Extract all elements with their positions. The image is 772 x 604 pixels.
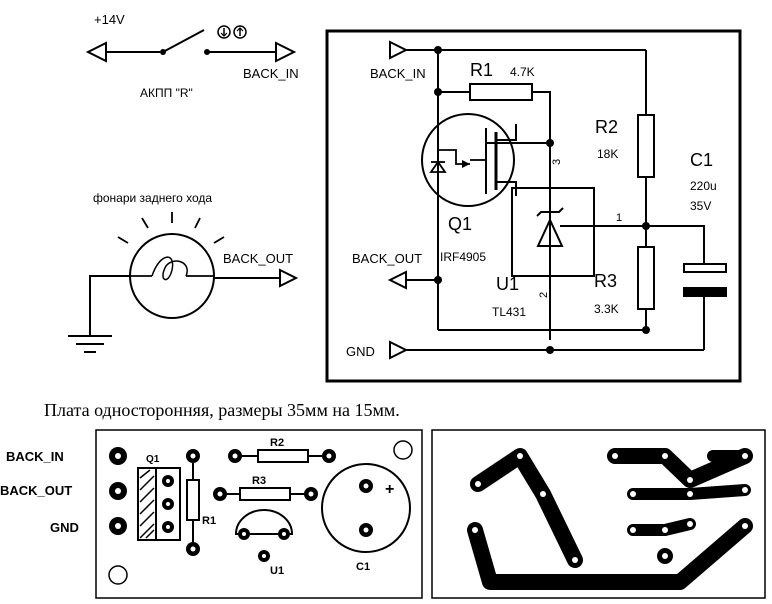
u1-pin2: 2 bbox=[538, 292, 550, 298]
r3-resistor bbox=[637, 246, 655, 310]
pcb-u1-footprint bbox=[234, 509, 294, 535]
pcb-pin-gnd-label: GND bbox=[50, 520, 79, 535]
c1-plate-positive bbox=[683, 263, 727, 273]
pcb-r3-footprint bbox=[239, 487, 291, 501]
schematic-frame bbox=[325, 29, 742, 383]
pcb-copper-side bbox=[431, 429, 766, 599]
schematic: BACK_IN R1 4.7K Q1 IRF4905 3 1 2 bbox=[325, 29, 742, 383]
net-back-out-arrow-icon bbox=[387, 270, 407, 290]
switch-lever bbox=[162, 29, 205, 53]
lamp-title: фонари заднего хода bbox=[93, 191, 212, 205]
r2-value: 18K bbox=[597, 147, 618, 161]
mounting-hole-icon bbox=[108, 565, 128, 585]
lamp-rays bbox=[117, 212, 225, 244]
lamp-section: фонари заднего хода BACK_OUT bbox=[68, 191, 299, 353]
pcb-q1-label: Q1 bbox=[146, 454, 160, 465]
net-back-in-arrow-icon bbox=[389, 40, 409, 60]
up-symbol-icon bbox=[233, 25, 247, 39]
c1-ref: C1 bbox=[690, 150, 713, 170]
r1-resistor bbox=[469, 83, 533, 101]
switch-output-label: BACK_IN bbox=[243, 66, 299, 81]
pcb-connector-pads bbox=[109, 447, 127, 535]
c1-value: 220u bbox=[690, 179, 717, 193]
u1-part: TL431 bbox=[492, 305, 526, 319]
down-symbol-icon bbox=[217, 25, 231, 39]
pcb-c1-label: C1 bbox=[356, 561, 370, 573]
switch-label: АКПП "R" bbox=[140, 86, 193, 100]
pcb-c1-plus: + bbox=[385, 481, 394, 498]
pcb-r2-label: R2 bbox=[270, 437, 284, 449]
supply-arrow-icon bbox=[85, 41, 107, 63]
c1-plate-negative bbox=[683, 287, 727, 297]
pcb-r2-footprint bbox=[257, 449, 309, 463]
r1-value: 4.7K bbox=[510, 65, 535, 79]
r2-resistor bbox=[637, 114, 655, 178]
u1-pin3: 3 bbox=[551, 159, 563, 165]
q1-ref: Q1 bbox=[448, 214, 472, 234]
c1-voltage: 35V bbox=[690, 199, 711, 213]
back-in-arrow-icon bbox=[275, 41, 297, 63]
lamp-output-label: BACK_OUT bbox=[223, 251, 293, 266]
net-gnd-arrow-icon bbox=[389, 340, 409, 360]
ground-icon bbox=[68, 335, 112, 353]
filament-icon bbox=[151, 256, 188, 281]
pcb-pin-back-in-label: BACK_IN bbox=[6, 449, 64, 464]
u1-package bbox=[511, 187, 595, 277]
u1-pin1: 1 bbox=[616, 212, 622, 224]
net-back-in-label: BACK_IN bbox=[370, 66, 426, 81]
mounting-hole-icon bbox=[393, 440, 413, 460]
r3-ref: R3 bbox=[594, 271, 617, 291]
supply-label: +14V bbox=[94, 12, 125, 27]
r1-ref: R1 bbox=[470, 60, 493, 80]
pcb-c1-footprint bbox=[321, 463, 411, 553]
pcb-r1-label: R1 bbox=[202, 515, 216, 527]
pcb-r1-footprint bbox=[186, 479, 200, 521]
switch-section: +14V BACK_IN АКПП "R" bbox=[85, 12, 299, 100]
u1-ref: U1 bbox=[496, 274, 519, 294]
pcb-u1-label: U1 bbox=[270, 565, 284, 577]
net-gnd-label: GND bbox=[346, 344, 375, 359]
pcb-caption: Плата односторонняя, размеры 35мм на 15м… bbox=[44, 400, 400, 420]
u1-shunt-icon bbox=[536, 217, 564, 247]
r2-ref: R2 bbox=[595, 117, 618, 137]
pcb-component-side: BACK_IN BACK_OUT GND Q1 R1 bbox=[0, 429, 423, 599]
q1-part: IRF4905 bbox=[440, 250, 486, 264]
q1-transistor-icon bbox=[421, 113, 515, 207]
net-back-out-label: BACK_OUT bbox=[352, 251, 422, 266]
back-out-arrow-icon bbox=[279, 268, 299, 288]
r3-value: 3.3K bbox=[594, 302, 619, 316]
pcb-pin-back-out-label: BACK_OUT bbox=[0, 483, 72, 498]
pcb-r3-label: R3 bbox=[252, 475, 266, 487]
